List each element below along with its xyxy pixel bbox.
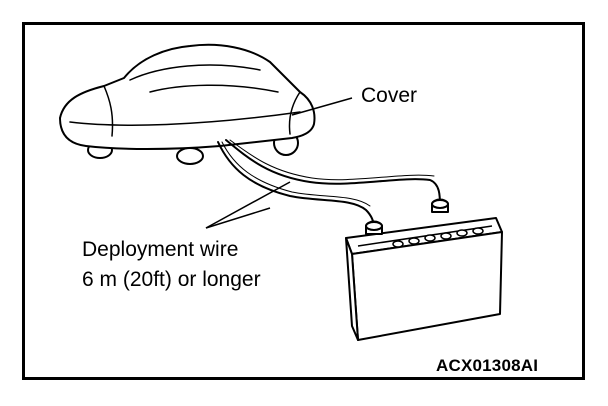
- cover-fold-windows: [129, 64, 261, 81]
- cover-leader: [291, 97, 353, 116]
- wire-leader-a: [205, 181, 291, 229]
- wire-lead-a-inner: [221, 141, 371, 207]
- wire-leader-b: [205, 207, 271, 229]
- cover-label: Cover: [361, 84, 418, 107]
- battery-side: [345, 237, 359, 341]
- deployment-wires: [217, 139, 441, 229]
- wire-lead-a: [217, 141, 375, 229]
- cover-fold-front: [103, 85, 114, 137]
- battery-terminal-negative: [365, 220, 383, 235]
- wire-lead-b-inner: [229, 139, 435, 181]
- leader-lines: [205, 97, 353, 229]
- figure-code: ACX01308AI: [436, 356, 539, 375]
- battery-top-ridge: [357, 225, 493, 247]
- car-cover: [59, 43, 316, 150]
- cover-fold-roof: [149, 84, 279, 93]
- front-right-wheel: [176, 147, 204, 165]
- cover-fold-side: [69, 111, 301, 126]
- cover-fold-rear: [288, 91, 301, 135]
- battery-cell-caps: [392, 227, 484, 248]
- figure-frame: [22, 22, 585, 380]
- battery: [345, 198, 503, 341]
- wire-lead-b: [225, 139, 441, 207]
- covered-car: [59, 43, 316, 165]
- deployment-wire-label: Deployment wire: [82, 238, 239, 261]
- deployment-wire-length-label: 6 m (20ft) or longer: [82, 268, 261, 291]
- battery-terminal-positive: [431, 198, 449, 213]
